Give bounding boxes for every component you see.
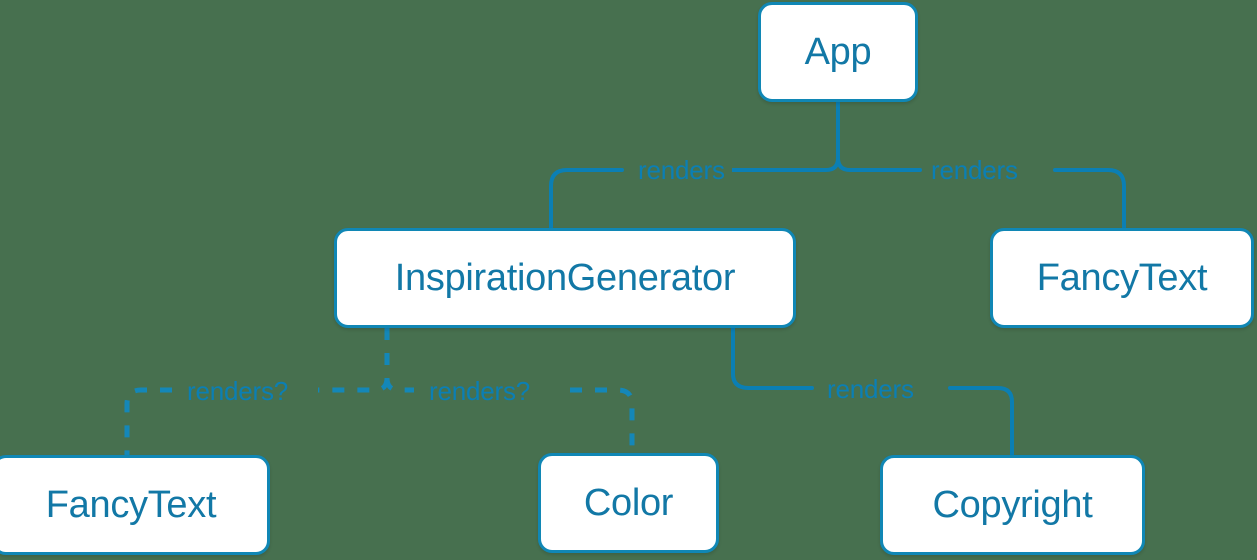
edge-label-inspirationgenerator-color: renders? [422,376,538,407]
edge-app-to-children [712,100,922,172]
node-fancytext-bottom[interactable]: FancyText [0,455,270,555]
node-fancytext-bottom-label: FancyText [45,483,217,526]
edge-label-inspirationgenerator-copyright: renders [820,374,921,405]
node-app-label: App [804,30,872,73]
node-copyright-label: Copyright [932,483,1093,526]
node-inspirationgenerator[interactable]: InspirationGenerator [334,228,796,328]
node-copyright[interactable]: Copyright [880,455,1145,555]
node-inspirationgenerator-label: InspirationGenerator [394,256,736,299]
node-color[interactable]: Color [538,453,719,553]
node-fancytext-top[interactable]: FancyText [990,228,1254,328]
edge-app-to-inspirationgenerator [549,168,624,230]
edge-inspirationgenerator-dashed-bus [318,328,414,393]
edge-label-app-fancytext: renders [924,155,1025,186]
node-app[interactable]: App [758,2,918,102]
edge-app-to-fancytext [1053,168,1126,230]
edge-inspirationgenerator-to-copyright [731,326,1014,457]
node-color-label: Color [583,481,674,524]
edge-inspirationgenerator-to-color-conditional [570,387,635,453]
edge-inspirationgenerator-to-fancytext-conditional [124,387,172,455]
edge-label-app-inspirationgenerator: renders [631,155,732,186]
node-fancytext-top-label: FancyText [1036,256,1208,299]
edge-label-inspirationgenerator-fancytext: renders? [180,376,296,407]
